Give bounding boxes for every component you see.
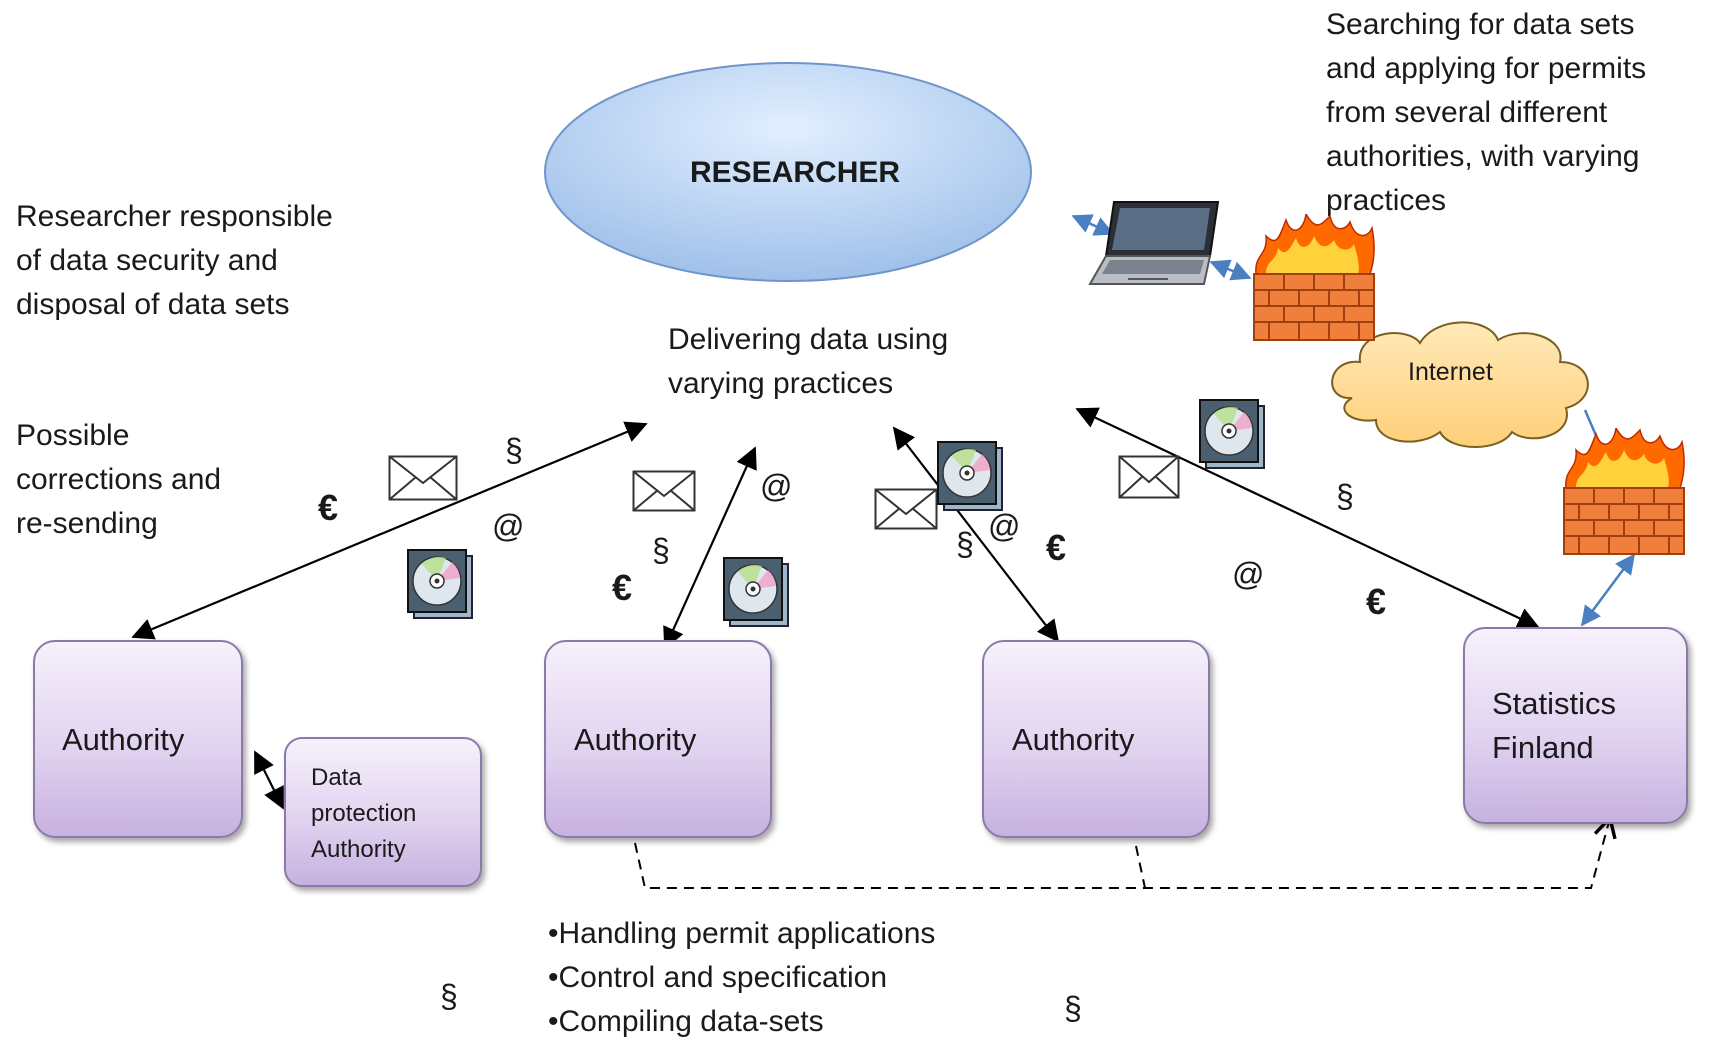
- euro-symbol: €: [1366, 581, 1387, 622]
- at-symbol: @: [1232, 556, 1265, 592]
- authority-label-2: Authority: [574, 722, 697, 757]
- section-symbol: §: [956, 526, 974, 562]
- task-list: •Handling permit applications •Control a…: [548, 912, 935, 1044]
- section-symbol: §: [1336, 478, 1354, 514]
- dashed-connector-branch: [1135, 845, 1146, 889]
- statistics-label: Statistics Finland: [1492, 686, 1617, 765]
- dpa-label: Data protection Authority: [311, 764, 417, 863]
- note-delivering: Delivering data using varying practices: [668, 323, 949, 400]
- at-symbol: @: [760, 468, 793, 504]
- at-symbol: @: [988, 508, 1021, 544]
- authority-box-1: [33, 640, 243, 838]
- note-corrections: Possible corrections and re-sending: [16, 419, 222, 540]
- envelope-icon: [388, 455, 458, 501]
- note-searching: Searching for data sets and applying for…: [1326, 8, 1647, 217]
- task-item: •Control and specification: [548, 961, 888, 994]
- blue-ellipse-laptop: [1071, 214, 1115, 236]
- envelope-icon: [1118, 455, 1180, 499]
- authority-box-2: [544, 640, 772, 838]
- section-symbol: §: [440, 978, 458, 1014]
- blue-firewall-statistics: [1580, 553, 1636, 627]
- authority-label-1: Authority: [62, 722, 185, 757]
- arrow-statistics: [1075, 407, 1540, 629]
- euro-symbol: €: [612, 567, 633, 608]
- authority-label-3: Authority: [1012, 722, 1135, 757]
- firewall-icon: [1563, 428, 1685, 555]
- dashed-connector: [634, 818, 1610, 889]
- statistics-box: [1463, 627, 1688, 824]
- cd-icon: [723, 557, 789, 627]
- euro-symbol: €: [318, 487, 339, 528]
- internet-label: Internet: [1408, 358, 1493, 386]
- researcher-label: RESEARCHER: [690, 156, 901, 189]
- euro-symbol: €: [1046, 527, 1067, 568]
- section-symbol: §: [505, 432, 523, 468]
- arrow-authority-1: [131, 421, 648, 640]
- authority-box-3: [982, 640, 1210, 838]
- arrow-dpa: [254, 750, 284, 810]
- arrow-authority-3: [892, 426, 1060, 643]
- cd-icon: [1199, 399, 1265, 469]
- blue-laptop-firewall: [1209, 259, 1252, 281]
- dpa-box: [284, 737, 482, 887]
- cd-icon: [937, 441, 1003, 511]
- envelope-icon: [632, 470, 696, 512]
- section-symbol: §: [1064, 990, 1082, 1026]
- arrow-authority-2: [663, 446, 757, 650]
- cd-icon: [407, 549, 473, 619]
- at-symbol: @: [492, 508, 525, 544]
- task-item: •Compiling data-sets: [548, 1005, 824, 1038]
- envelope-icon: [874, 488, 938, 530]
- laptop-icon: [1088, 201, 1220, 285]
- cloud-icon: [1331, 321, 1589, 448]
- researcher-ellipse: [544, 62, 1032, 282]
- task-item: •Handling permit applications: [548, 917, 936, 950]
- section-symbol: §: [652, 532, 670, 568]
- note-security: Researcher responsible of data security …: [16, 200, 333, 321]
- firewall-icon: [1253, 214, 1375, 341]
